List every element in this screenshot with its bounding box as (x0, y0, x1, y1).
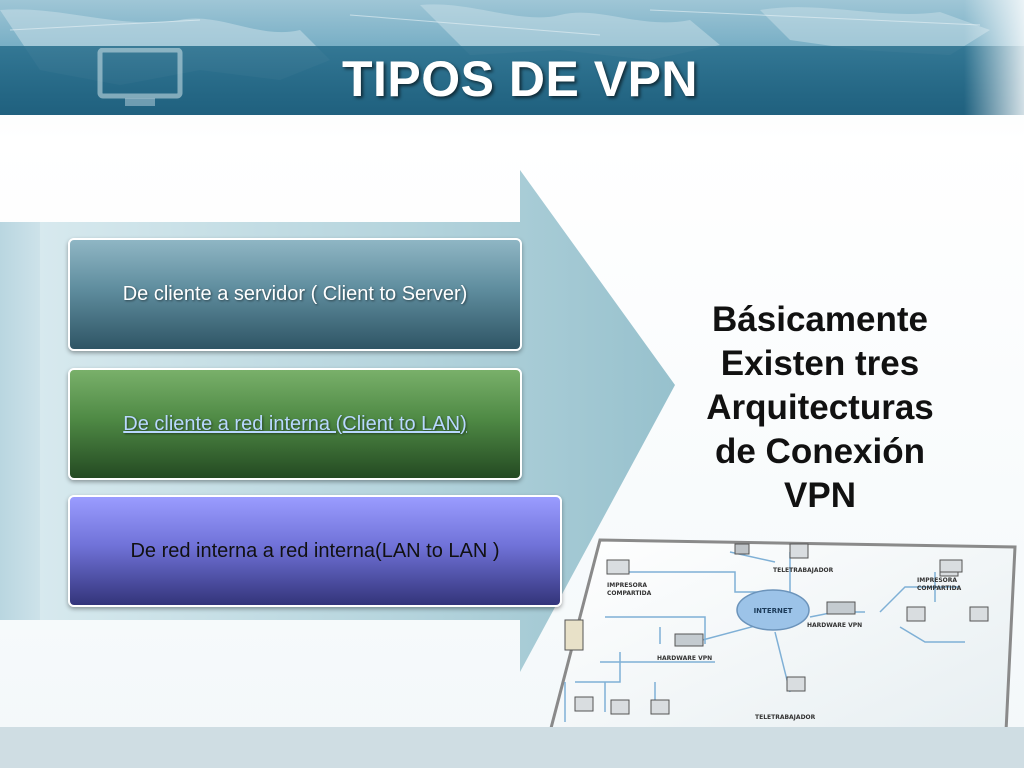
header-fold (964, 0, 1024, 115)
computer-icon (610, 699, 630, 715)
header-banner: TIPOS DE VPN (0, 0, 1024, 115)
monitor-icon (97, 48, 183, 106)
computer-icon (969, 606, 989, 622)
vpn-type-label: De red interna a red interna(LAN to LAN … (130, 539, 500, 562)
impresora-right-label: IMPRESORA (917, 577, 957, 584)
summary-line: Básicamente (712, 300, 928, 339)
phone-icon (734, 543, 750, 555)
computer-icon (789, 543, 809, 559)
summary-line: VPN (784, 476, 856, 515)
vpn-hardware-icon (674, 633, 704, 647)
hardware-vpn-right-label: HARDWARE VPN (807, 622, 862, 629)
printer-icon (939, 559, 963, 573)
impresora-left-label-2: COMPARTIDA (607, 590, 652, 597)
vpn-type-link[interactable]: De cliente a red interna (Client to LAN) (123, 412, 467, 435)
vpn-type-client-to-server: De cliente a servidor ( Client to Server… (68, 238, 522, 351)
summary-line: de Conexión (714, 432, 926, 471)
summary-text: Básicamente Existen tres Arquitecturas d… (680, 298, 960, 518)
vpn-type-label: De cliente a servidor ( Client to Server… (122, 283, 468, 305)
slide-title: TIPOS DE VPN (341, 51, 699, 107)
vpn-type-client-to-lan: De cliente a red interna (Client to LAN) (68, 368, 522, 480)
summary-line: Existen tres (720, 344, 920, 383)
server-icon (564, 619, 584, 651)
vpn-type-lan-to-lan: De red interna a red interna(LAN to LAN … (68, 495, 562, 607)
internet-cloud: INTERNET (736, 589, 810, 631)
teletrabajador-bottom-label: TELETRABAJADOR (755, 714, 816, 721)
title-band (0, 46, 1024, 115)
vpn-hardware-icon (826, 601, 856, 615)
hardware-vpn-left-label: HARDWARE VPN (657, 655, 712, 662)
teletrabajador-top-label: TELETRABAJADOR (773, 567, 834, 574)
printer-icon (606, 559, 630, 575)
computer-icon (574, 696, 594, 712)
summary-line: Arquitecturas (706, 388, 934, 427)
impresora-left-label: IMPRESORA (607, 582, 647, 589)
footer-band (0, 727, 1024, 768)
computer-icon (650, 699, 670, 715)
impresora-right-label-2: COMPARTIDA (917, 585, 962, 592)
computer-icon (906, 606, 926, 622)
internet-label: INTERNET (754, 607, 793, 615)
vpn-network-diagram: INTERNET TELETRABAJADOR TELETRABAJADOR I… (548, 538, 1017, 754)
computer-icons (564, 543, 989, 715)
computer-icon (786, 676, 806, 692)
